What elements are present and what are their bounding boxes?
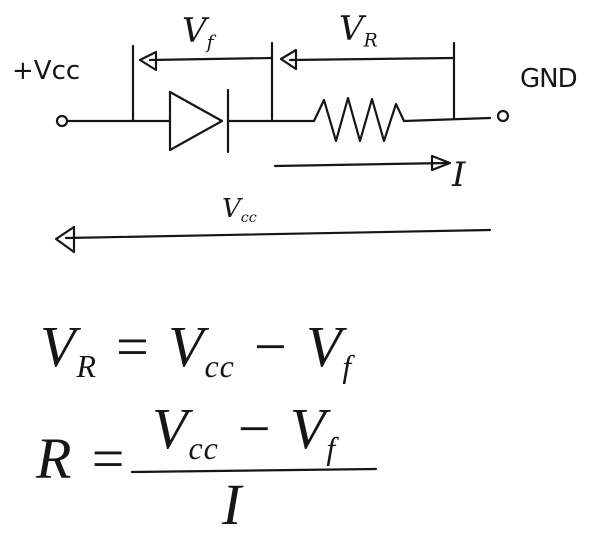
- eq1-equals: =: [112, 314, 153, 379]
- vf-label: Vf: [182, 14, 213, 53]
- gnd-terminal-label: GND: [520, 64, 578, 94]
- left-terminal-node: [55, 114, 69, 128]
- vcc-arrowhead: [54, 225, 76, 254]
- eq1-term1: V: [168, 314, 205, 379]
- eq2-num-term2: V: [289, 396, 327, 461]
- current-arrowhead: [430, 154, 452, 172]
- vr-label-subscript: R: [363, 30, 378, 52]
- vcc-arrow-line: [64, 228, 492, 240]
- right-terminal-node: [496, 109, 510, 123]
- eq2-equals: =: [87, 426, 129, 491]
- vr-arrow-line: [288, 56, 456, 62]
- eq2-num-term1: V: [152, 396, 189, 461]
- vr-arrowhead: [279, 48, 298, 71]
- vf-arrow-line: [148, 56, 274, 62]
- eq1-term2: V: [305, 314, 343, 379]
- current-label: I: [452, 155, 466, 195]
- eq2-num-term2-sub: f: [326, 431, 337, 467]
- eq1-lhs-sub: R: [76, 349, 97, 385]
- equation-r-lhs: R =: [36, 430, 128, 488]
- fraction-bar: [130, 467, 378, 474]
- vf-label-symbol: V: [182, 11, 207, 51]
- vf-arrowhead: [138, 50, 158, 72]
- vr-label: VR: [339, 12, 378, 51]
- eq2-num-minus: −: [234, 396, 275, 461]
- vcc-voltage-symbol: V: [222, 194, 241, 224]
- diode-symbol: [168, 90, 224, 152]
- vr-label-symbol: V: [339, 9, 364, 49]
- wire-right: [402, 116, 492, 123]
- eq1-minus: −: [250, 314, 291, 379]
- current-arrow-line: [273, 161, 450, 168]
- vcc-voltage-label: Vcc: [222, 196, 257, 225]
- resistor-symbol: [312, 96, 406, 143]
- eq1-lhs: V: [40, 314, 77, 379]
- eq1-term1-sub: cc: [204, 349, 235, 385]
- eq2-lhs: R: [36, 426, 73, 491]
- vcc-voltage-subscript: cc: [240, 210, 257, 226]
- equation-vr: VR = Vcc − Vf: [40, 318, 352, 383]
- eq1-term2-sub: f: [342, 349, 353, 385]
- vcc-terminal-label: +Vcc: [12, 56, 81, 86]
- equation-r-numerator: Vcc − Vf: [152, 400, 336, 465]
- eq2-num-term1-sub: cc: [188, 431, 219, 467]
- equation-r-denominator: I: [222, 472, 243, 537]
- vf-label-subscript: f: [206, 32, 214, 54]
